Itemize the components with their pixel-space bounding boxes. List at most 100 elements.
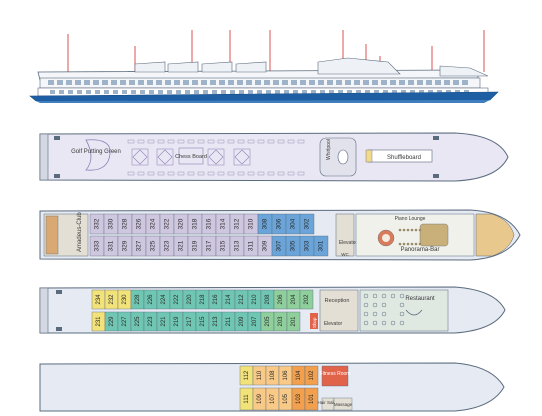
lounger-group [156,148,174,166]
window [354,80,360,85]
canopy [201,61,233,73]
porthole [248,90,253,94]
window [264,80,270,85]
cabin-number-325: 325 [150,240,157,251]
seat [410,242,414,246]
cabin-number-109: 109 [257,393,263,404]
lounger-group [131,148,149,166]
window [48,80,54,85]
bow-deck-3 [475,213,515,257]
porthole [374,90,379,94]
deck-chair [227,139,235,144]
porthole [203,90,208,94]
cabin-number-103: 103 [296,393,302,404]
porthole [311,90,316,94]
porthole [50,90,55,94]
porthole [122,90,127,94]
stern-block [39,133,49,181]
window [336,80,342,85]
deck-chair [197,171,205,176]
window [426,80,432,85]
window [444,80,450,85]
porthole [329,90,334,94]
cabin-number-104: 104 [296,370,302,381]
deck-chair [177,139,185,144]
cabin-number-222: 222 [174,294,180,305]
cabin-302 [299,213,315,235]
cabin-number-225: 225 [135,316,141,327]
deck-chair [207,139,215,144]
cabin-number-210: 210 [252,294,258,305]
cabin-number-228: 228 [135,294,141,305]
cabin-number-324: 324 [150,218,157,229]
cabin-number-110: 110 [257,370,263,380]
porthole [320,90,325,94]
whirlpool-basin [337,149,349,165]
cabin-number-330: 330 [108,218,115,229]
cabin-number-108: 108 [270,370,276,381]
cabin-number-311: 311 [248,240,255,251]
cabin-number-223: 223 [148,316,154,327]
cabin-number-316: 316 [206,218,213,229]
table [372,302,378,308]
seat [398,228,402,232]
porthole [194,90,199,94]
cabin-number-213: 213 [213,316,219,327]
cabin-number-305: 305 [290,240,297,251]
cabin-number-207: 207 [252,316,258,327]
porthole [239,90,244,94]
window [237,80,243,85]
deck-chair [237,171,245,176]
table [372,320,378,326]
cabin-number-323: 323 [164,240,171,251]
window [57,80,63,85]
table [399,293,405,299]
window [219,80,225,85]
porthole [185,90,190,94]
cabin-number-332: 332 [94,218,101,229]
porthole [113,90,118,94]
corner-post [433,174,439,178]
cabin-number-309: 309 [262,240,269,251]
deck-chair [267,139,275,144]
cabin-number-307: 307 [276,240,283,251]
deck-chair [217,171,225,176]
seat [418,242,422,246]
window [435,80,441,85]
deck-chair [187,139,195,144]
porthole [140,90,145,94]
seat [406,228,410,232]
cabin-number-315: 315 [220,240,227,251]
table [381,293,387,299]
window [273,80,279,85]
restaurant-tables [363,293,405,326]
cabin-number-206: 206 [278,294,284,305]
window [120,80,126,85]
porthole [86,90,91,94]
cabin-number-320: 320 [178,218,185,229]
ship-side-profile [29,30,499,103]
cabin-number-229: 229 [109,316,115,327]
canopy [167,61,199,73]
porthole [356,90,361,94]
window [408,80,414,85]
table [372,293,378,299]
porthole [158,90,163,94]
cabin-number-234: 234 [96,294,102,305]
seat [398,242,402,246]
window [318,80,324,85]
lounger-group [233,148,251,166]
porthole [293,90,298,94]
corner-post [433,136,439,140]
cabin-number-314: 314 [220,218,227,229]
cabin-number-328: 328 [122,218,129,229]
cabin-number-326: 326 [136,218,143,229]
porthole [338,90,343,94]
porthole [275,90,280,94]
window [327,80,333,85]
cabin-number-217: 217 [187,316,193,327]
cabin-number-230: 230 [122,294,128,305]
cabin-number-106: 106 [283,370,289,381]
table [381,311,387,317]
